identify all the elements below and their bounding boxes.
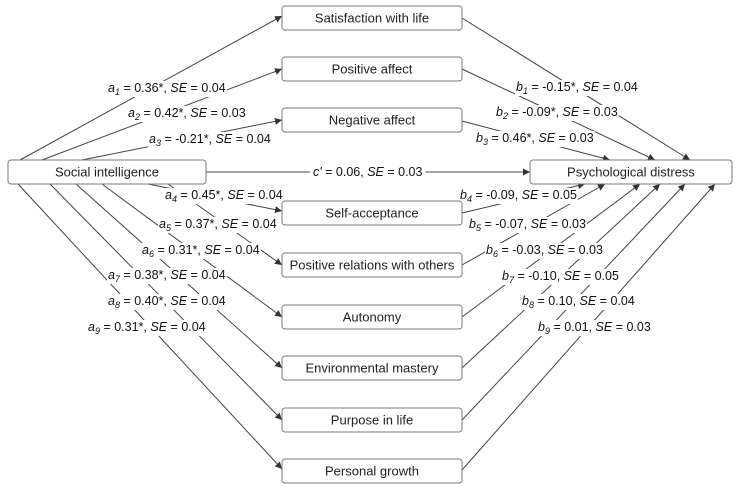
mediator-box-8-label: Purpose in life [331,413,413,428]
label-b7: b7 = -0.10, SE = 0.05 [502,269,619,285]
mediator-box-4-frame [281,200,463,226]
mediator-box-5: Positive relations with others [281,252,463,278]
predictor-box-label: Social intelligence [55,165,159,180]
label-a4-bg [164,188,284,204]
mediator-box-8-frame [281,407,463,433]
mediator-box-2: Positive affect [281,56,463,82]
mediator-box-6-label: Autonomy [343,310,402,325]
labels-layer: a1 = 0.36*, SE = 0.04 a2 = 0.42*, SE = 0.… [87,80,652,336]
label-a7: a7 = 0.38*, SE = 0.04 [108,268,226,284]
mediator-box-8: Purpose in life [281,407,463,433]
label-a3: a3 = -0.21*, SE = 0.04 [149,132,271,148]
label-a6-bg [141,243,261,259]
mediator-box-1: Satisfaction with life [281,5,463,31]
label-b8-bg [521,294,636,310]
label-a6: a6 = 0.31*, SE = 0.04 [142,243,260,259]
label-a5: a5 = 0.37*, SE = 0.04 [159,217,277,233]
label-a5-bg [158,217,278,233]
mediator-box-4: Self-acceptance [281,200,463,226]
label-a2-bg [127,106,247,122]
label-b3-bg [475,131,595,147]
label-b5: b5 = -0.07, SE = 0.03 [469,217,586,233]
mediator-box-2-label: Positive affect [332,62,413,77]
mediator-box-7: Environmental mastery [281,355,463,381]
label-b1-bg [515,80,639,96]
mediator-box-1-frame [281,5,463,31]
label-b5-bg [468,217,587,233]
label-b2-bg [495,105,619,121]
label-b8: b8 = 0.10, SE = 0.04 [522,294,635,310]
label-a4: a4 = 0.45*, SE = 0.04 [165,188,283,204]
label-a2: a2 = 0.42*, SE = 0.03 [128,106,246,122]
mediator-box-9-label: Personal growth [325,464,419,479]
mediator-box-9-frame [281,458,463,484]
label-a8: a8 = 0.40*, SE = 0.04 [108,294,226,310]
label-b1: b1 = -0.15*, SE = 0.04 [516,80,638,96]
label-b7-bg [501,269,620,285]
mediator-box-5-label: Positive relations with others [290,258,455,273]
label-c-prime-bg [310,165,426,179]
mediator-box-9: Personal growth [281,458,463,484]
label-c-prime: c' = 0.06, SE = 0.03 [313,165,423,179]
label-b6: b6 = -0.03, SE = 0.03 [486,243,603,259]
label-a8-bg [107,294,227,310]
label-b4-bg [459,188,578,204]
label-b3: b3 = 0.46*, SE = 0.03 [476,131,594,147]
mediator-box-7-frame [281,355,463,381]
label-a7-bg [107,268,227,284]
label-b2: b2 = -0.09*, SE = 0.03 [496,105,618,121]
mediator-box-7-label: Environmental mastery [306,361,439,376]
label-b9-bg [537,320,652,336]
mediator-box-6-frame [281,304,463,330]
mediator-box-5-frame [281,252,463,278]
mediator-box-6: Autonomy [281,304,463,330]
label-a3-bg [148,132,272,148]
label-b9: b9 = 0.01, SE = 0.03 [538,320,651,336]
label-b4: b4 = -0.09, SE = 0.05 [460,188,577,204]
predictor-box-frame [7,159,207,185]
predictor-box: Social intelligence [7,159,207,185]
label-a1: a1 = 0.36*, SE = 0.04 [108,81,226,97]
label-a1-bg [107,81,227,97]
label-a9: a9 = 0.31*, SE = 0.04 [88,320,206,336]
outcome-box-frame [529,159,733,185]
outcome-box: Psychological distress [529,159,733,185]
mediator-box-3-frame [281,107,463,133]
outcome-box-label: Psychological distress [567,165,695,180]
boxes-layer: Social intelligence Psychological distres… [7,5,733,484]
mediator-box-1-label: Satisfaction with life [315,11,429,26]
mediator-box-2-frame [281,56,463,82]
label-a9-bg [87,320,207,336]
mediator-box-3-label: Negative affect [329,113,416,128]
mediator-box-3: Negative affect [281,107,463,133]
mediator-box-4-label: Self-acceptance [325,206,418,221]
label-b6-bg [485,243,604,259]
